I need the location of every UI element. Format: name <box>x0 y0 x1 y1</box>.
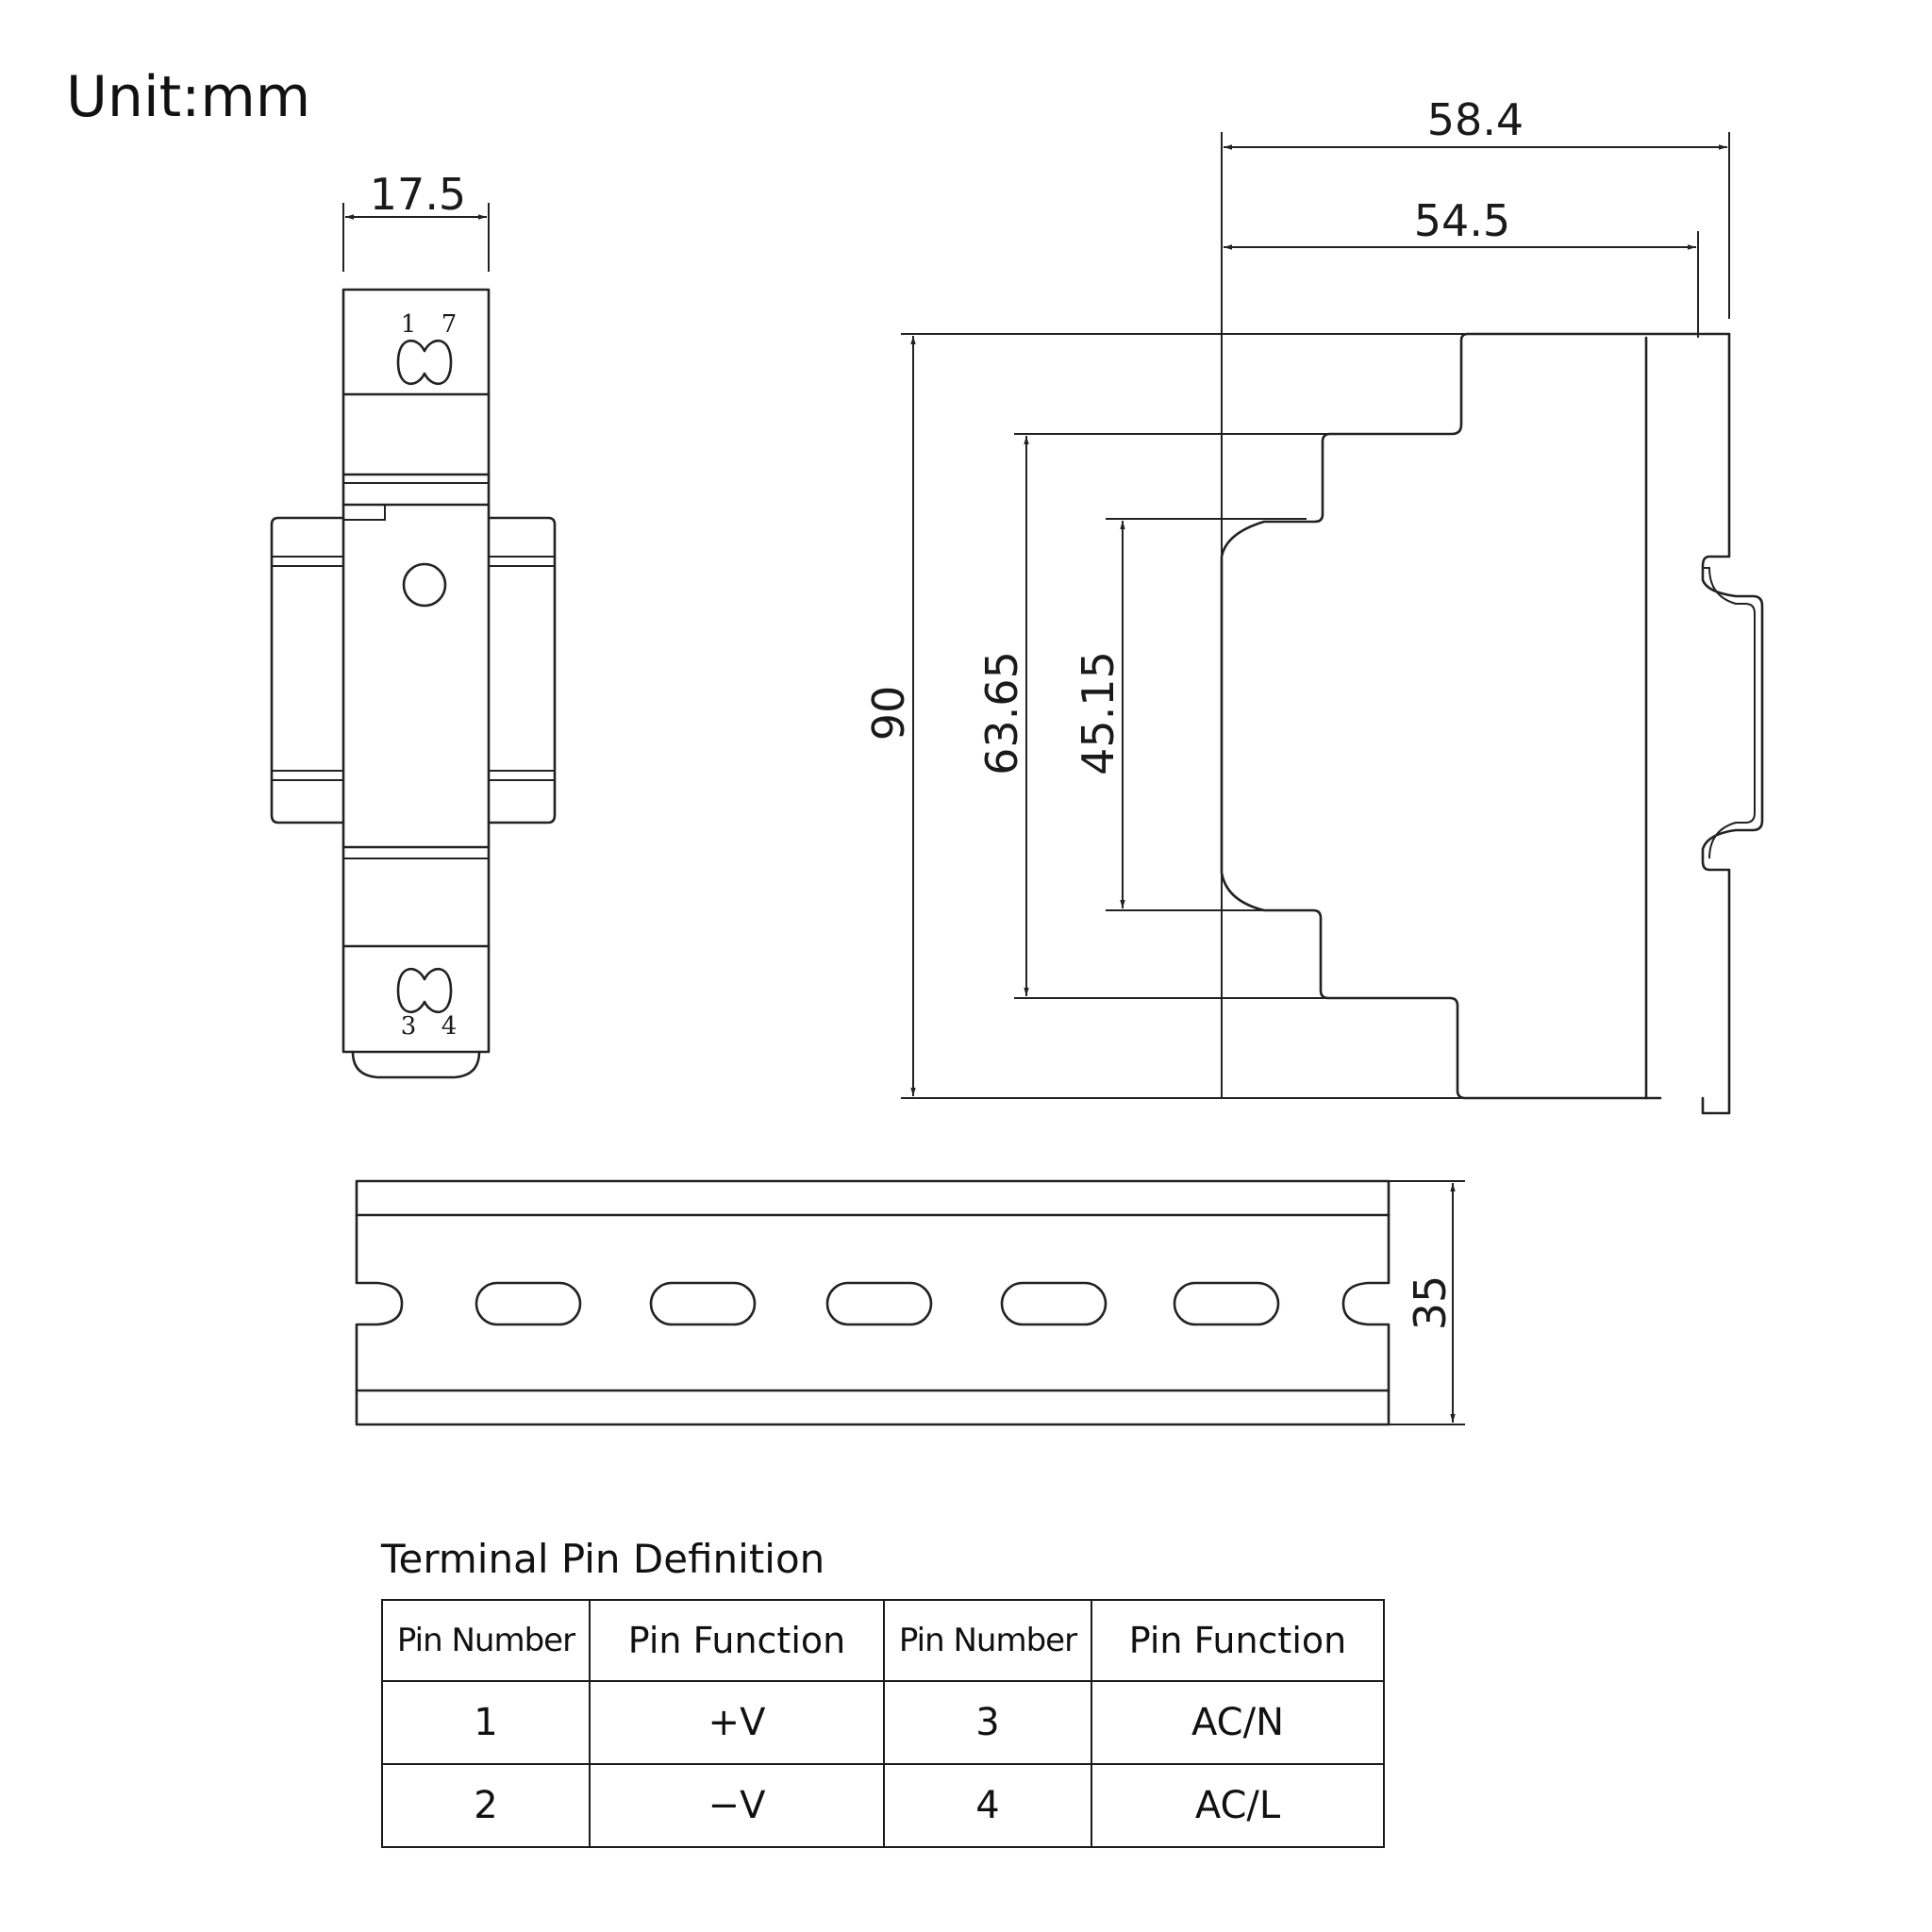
table-cell: AC/L <box>1091 1763 1385 1848</box>
front-width-dimension: 17.5 <box>370 169 466 220</box>
pin-table-title: Terminal Pin Definition <box>381 1536 825 1582</box>
rail-slot <box>1000 1281 1108 1326</box>
terminal-label-3: 3 <box>401 1012 417 1041</box>
rail-slot <box>475 1281 582 1326</box>
table-row: 1 +V 3 AC/N <box>381 1680 1385 1765</box>
rail-height-dimension: 35 <box>1405 1275 1456 1331</box>
height-step-dimension: 63.65 <box>976 651 1027 775</box>
header-pin-number-2: Pin Number <box>883 1599 1092 1682</box>
table-cell: −V <box>589 1763 885 1848</box>
table-cell: 4 <box>883 1763 1092 1848</box>
table-row: 2 −V 4 AC/L <box>381 1763 1385 1848</box>
rail-slot <box>825 1281 933 1326</box>
depth-body-dimension: 54.5 <box>1414 195 1510 246</box>
table-cell: 1 <box>381 1680 591 1765</box>
table-header-row: Pin Number Pin Function Pin Number Pin F… <box>381 1599 1385 1682</box>
din-rail: 35 <box>355 1179 1465 1426</box>
height-front-dimension: 45.15 <box>1073 651 1124 775</box>
height-total-dimension: 90 <box>863 686 914 741</box>
header-pin-function-2: Pin Function <box>1091 1599 1385 1682</box>
rail-slot <box>1173 1281 1280 1326</box>
bottom-terminal <box>396 967 453 1014</box>
unit-label: Unit:mm <box>66 64 311 130</box>
rail-slot <box>649 1281 757 1326</box>
side-view: 58.4 54.5 90 63.65 45.15 <box>863 94 1764 1115</box>
top-terminal <box>396 339 453 386</box>
front-view: 17.5 1 7 3 4 <box>270 169 557 1079</box>
header-pin-number-1: Pin Number <box>381 1599 591 1682</box>
pin-definition-table: Pin Number Pin Function Pin Number Pin F… <box>381 1599 1385 1848</box>
table-cell: 2 <box>381 1763 591 1848</box>
table-cell: AC/N <box>1091 1680 1385 1765</box>
terminal-label-7: 7 <box>441 310 458 339</box>
terminal-label-1: 1 <box>401 310 417 339</box>
table-cell: 3 <box>883 1680 1092 1765</box>
table-cell: +V <box>589 1680 885 1765</box>
depth-total-dimension: 58.4 <box>1427 94 1524 145</box>
terminal-label-4: 4 <box>441 1012 458 1041</box>
led-indicator <box>402 562 447 608</box>
header-pin-function-1: Pin Function <box>589 1599 885 1682</box>
